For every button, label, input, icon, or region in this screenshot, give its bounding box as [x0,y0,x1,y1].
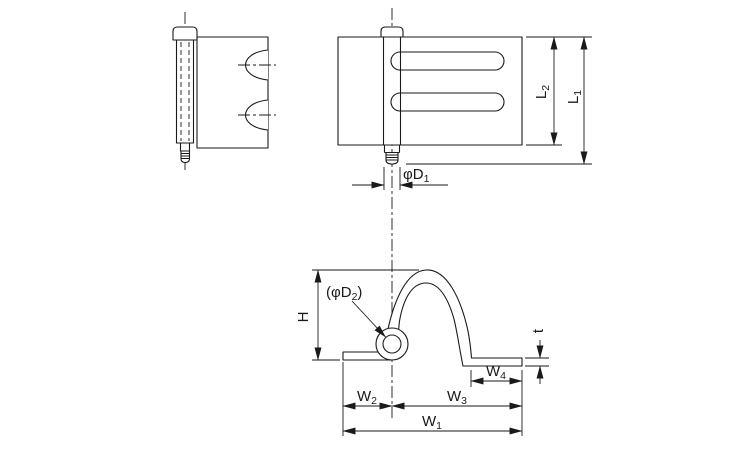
dim-phiD2-label: (φD2) [326,284,362,303]
side-pin-knurl [180,150,191,164]
dim-phiD1: φD1 [352,166,448,190]
profile-view [342,269,523,367]
side-pin-neck [179,142,191,152]
dim-L2-label: L2 [533,85,552,99]
dim-t: t [525,328,549,384]
dim-W: W4 W2 W3 W1 [342,362,523,436]
dim-W2-label: W2 [357,388,377,407]
dim-W1-label: W1 [422,413,442,432]
dim-t-label: t [530,328,547,333]
dim-phiD2-leader [351,300,386,338]
front-slot-bottom [390,92,505,112]
front-pin-knurl-hatch [386,154,398,161]
front-pin-knurl [385,151,399,165]
profile-pin-hole [382,334,402,354]
side-view [172,26,276,164]
side-pin-knurl-hatch [181,152,190,160]
front-pin-strip [382,37,402,145]
dim-H: H [295,269,419,361]
front-view [337,26,523,165]
dim-L1-label: L1 [565,90,584,104]
dim-phiD1-label: φD1 [403,166,430,185]
dim-W3-label: W3 [447,388,467,407]
profile-arch [387,269,523,367]
dim-phiD2: (φD2) [326,284,386,338]
side-pin-body [175,39,195,144]
dim-t-ext [525,357,549,367]
front-pin-cap [380,26,404,38]
dim-H-label: H [295,312,312,323]
side-pin-cap [172,26,198,41]
dim-L1: L1 [406,36,592,165]
dim-W4-label: W4 [486,363,506,382]
front-slot-top [390,51,505,71]
